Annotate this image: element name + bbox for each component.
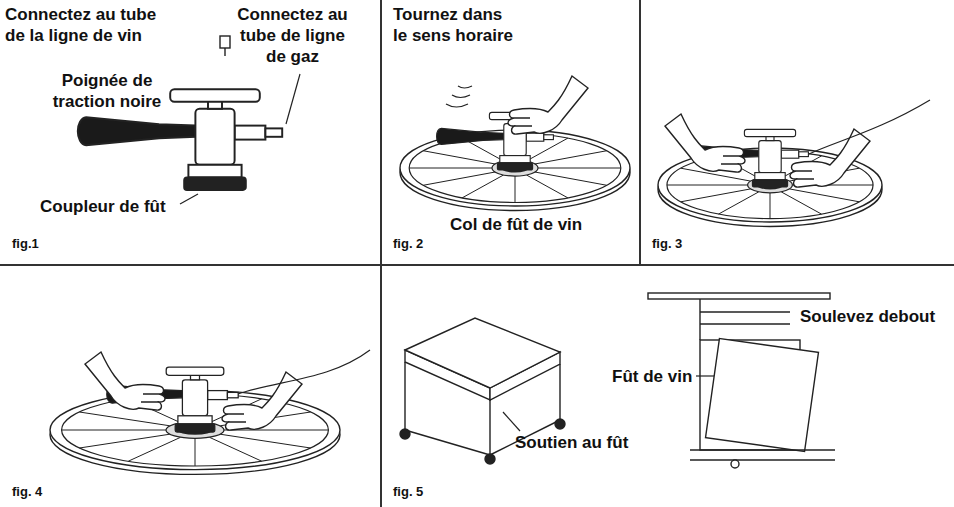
fig5-drawing (485, 454, 495, 464)
fig2-drawing (400, 76, 630, 211)
figure-number: fig. 3 (652, 236, 682, 252)
fig1-drawing (224, 48, 225, 56)
fig3-drawing (809, 100, 930, 154)
fig5-drawing (700, 323, 790, 324)
part-label: Col de fût de vin (450, 214, 582, 235)
fig4-drawing (238, 350, 370, 394)
figure-number: fig. 2 (393, 236, 423, 252)
fig3-drawing (790, 129, 870, 187)
fig5-drawing (648, 293, 830, 299)
figure-number: fig.1 (12, 236, 39, 252)
fig5-drawing (404, 362, 405, 430)
fig4-drawing (85, 352, 165, 410)
fig1-drawing (286, 74, 300, 124)
fig2-drawing (446, 86, 472, 107)
fig5-drawing (555, 419, 565, 429)
fig1-drawing (180, 194, 198, 204)
panel-divider (380, 0, 382, 507)
fig5-drawing (700, 311, 790, 312)
fig5-drawing (405, 430, 490, 455)
part-label: Connectez au tube de la ligne de vin (5, 4, 165, 46)
fig5-drawing (731, 460, 739, 468)
fig3-drawing (658, 100, 930, 226)
fig5-drawing (503, 412, 520, 431)
fig5-drawing (696, 375, 714, 376)
part-label: Coupleur de fût (40, 196, 166, 217)
fig5-drawing (690, 449, 835, 450)
panel-divider (0, 264, 954, 266)
fig5-drawing (400, 429, 410, 439)
fig5-drawing (559, 364, 560, 420)
fig3-drawing (665, 114, 745, 172)
fig5-drawing (706, 339, 819, 452)
fig4-drawing (50, 350, 370, 474)
fig1-drawing (220, 36, 230, 48)
fig5-drawing (489, 400, 490, 455)
fig5-drawing (405, 318, 560, 388)
part-label: Poignée de traction noire (48, 70, 166, 112)
figure-number: fig. 5 (393, 484, 423, 500)
figure-number: fig. 4 (12, 484, 42, 500)
fig5-drawing (690, 459, 835, 460)
fig2-drawing (508, 76, 588, 134)
fig5-drawing (699, 299, 700, 340)
part-label: Connectez au tube de ligne de gaz (230, 4, 355, 67)
part-label: Soutien au fût (515, 432, 628, 453)
panel-divider (639, 0, 641, 265)
instruction-label: Soulevez debout (800, 306, 935, 327)
part-label: Fût de vin (612, 366, 692, 387)
fig5-drawing (400, 293, 835, 468)
instruction-label: Tournez dans le sens horaire (393, 4, 517, 46)
